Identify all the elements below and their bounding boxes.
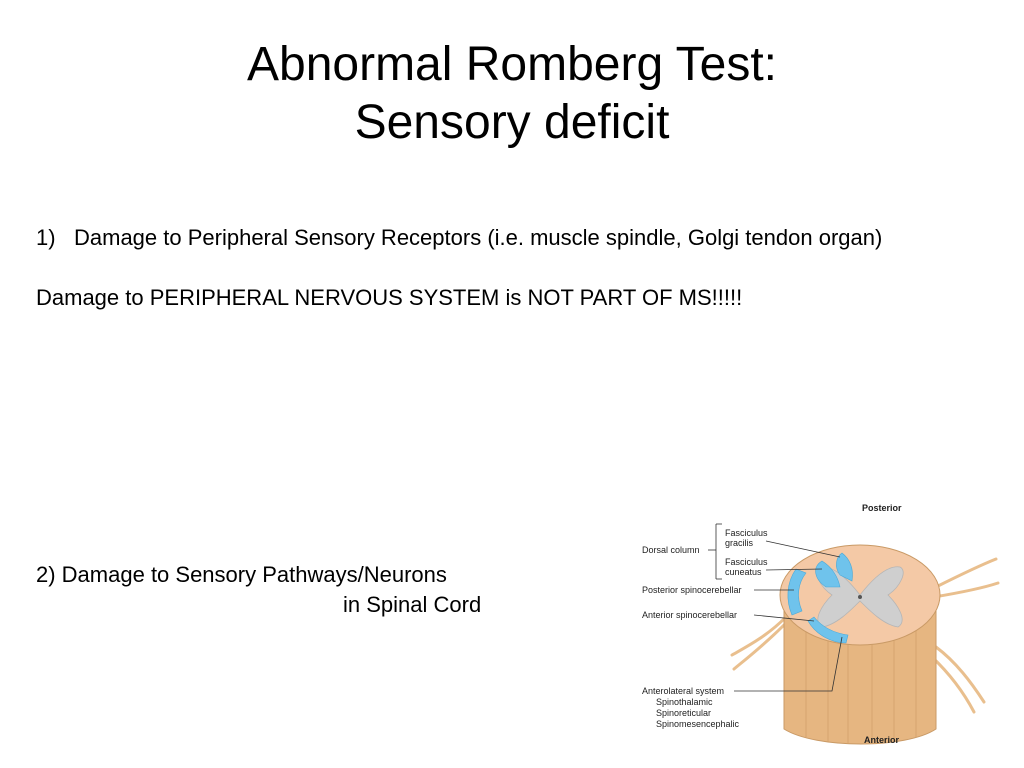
anterior-label: Anterior [864, 735, 900, 745]
fasciculus-cuneatus-tract [815, 560, 841, 588]
spinothalamic-label: Spinothalamic [656, 697, 713, 707]
posterior-spinocerebellar-tract [787, 568, 807, 616]
fasciculus-cuneatus-label-1: Fasciculus [725, 557, 768, 567]
fasciculus-gracilis-label-1: Fasciculus [725, 528, 768, 538]
posterior-label: Posterior [862, 503, 902, 513]
spinal-cord-diagram: Posterior Anterior Dorsal column Fascicu… [642, 503, 1000, 745]
central-canal [858, 595, 862, 599]
leader-lines [708, 523, 843, 692]
spinoreticular-label: Spinoreticular [656, 708, 711, 718]
fasciculus-gracilis-tract [836, 552, 853, 582]
point-2-line-2: in Spinal Cord [343, 592, 482, 617]
nerve-roots [730, 557, 1000, 714]
point-1: 1) Damage to Peripheral Sensory Receptors… [36, 225, 882, 251]
point-1-number: 1) [36, 225, 56, 250]
anterolateral-system-label: Anterolateral system [642, 686, 724, 696]
fasciculus-gracilis-label-2: gracilis [725, 538, 754, 548]
anterior-spinocerebellar-tract [807, 616, 849, 644]
spinomesencephalic-label: Spinomesencephalic [656, 719, 740, 729]
point-2-line-1: 2) Damage to Sensory Pathways/Neurons [36, 562, 447, 587]
tracts-highlighted [787, 552, 853, 644]
dorsal-column-label: Dorsal column [642, 545, 700, 555]
spinal-cord-figure: Posterior Anterior Dorsal column Fascicu… [636, 497, 1016, 752]
fasciculus-cuneatus-label-2: cuneatus [725, 567, 762, 577]
title-line-1: Abnormal Romberg Test: [246, 38, 777, 91]
ms-note: Damage to PERIPHERAL NERVOUS SYSTEM is N… [36, 285, 743, 310]
point-1-text: Damage to Peripheral Sensory Receptors (… [74, 225, 883, 250]
posterior-spinocerebellar-label: Posterior spinocerebellar [642, 585, 742, 595]
anterior-spinocerebellar-label: Anterior spinocerebellar [642, 610, 737, 620]
slide-title: Abnormal Romberg Test: Sensory deficit [0, 36, 1024, 152]
title-line-2: Sensory deficit [354, 96, 670, 149]
